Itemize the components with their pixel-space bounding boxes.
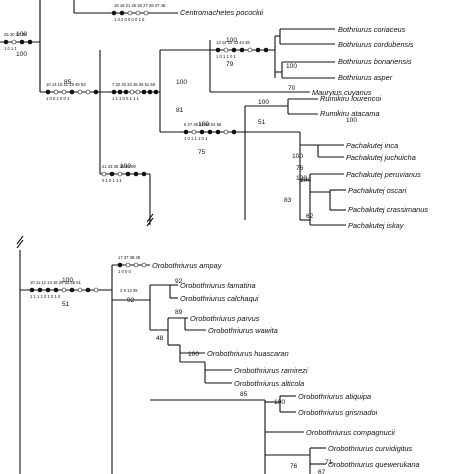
taxon-bothriurus-coriaceus: Bothriurus coriaceus <box>338 25 406 34</box>
taxon-pachakutej-inca: Pachakutej inca <box>346 141 398 150</box>
char-numbers-92: 2 9 13 39 <box>120 288 138 293</box>
char-numbers-51: 10 11 12 13 18 26 53 55 61 <box>30 280 82 285</box>
support-62: 62 <box>306 213 314 220</box>
taxon-pachakutej-juchuicha: Pachakutej juchuicha <box>346 153 416 162</box>
taxon-orobothriurus-alticola: Orobothriurus alticola <box>234 379 304 388</box>
char-states-51: 1 1 1 1 0 1 0 1 0 <box>30 294 61 299</box>
support-89: 89 <box>175 309 183 316</box>
support-100-76: 100 <box>292 153 303 160</box>
taxon-orobothriurus-atiquipa: Orobothriurus atiquipa <box>298 392 371 401</box>
support-values: 100 100 85 100 81 100 79 100 70 100 51 1… <box>16 31 357 474</box>
support-79: 79 <box>226 61 234 68</box>
support-70: 70 <box>288 85 296 92</box>
support-71: 71 <box>325 459 333 466</box>
taxon-orobothriurus-huascaran: Orobothriurus huascaran <box>207 349 289 358</box>
taxon-rumikiru-lourencoi: Rumikiru lourencoi <box>320 94 382 103</box>
support-76b: 76 <box>290 463 298 470</box>
char-states-81: 1 1 1 0 0 1 1 1 <box>112 96 139 101</box>
taxon-orobothriurus-parvus: Orobothriurus parvus <box>190 314 260 323</box>
char-numbers-root: 25 30 37 38 <box>4 32 27 37</box>
taxon-orobothriurus-ampay: Orobothriurus ampay <box>152 261 223 270</box>
support-100-83: 100 <box>296 175 307 182</box>
support-root-100b: 100 <box>16 51 27 58</box>
support-76: 76 <box>296 165 304 172</box>
taxon-pachakutej-crassimanus: Pachakutej crassimanus <box>348 205 428 214</box>
taxon-bothriurus-asper: Bothriurus asper <box>338 73 393 82</box>
support-100-orobothriurus: 100 <box>62 277 73 284</box>
taxon-pachakutej-peruvianus: Pachakutej peruvianus <box>346 170 421 179</box>
support-85: 85 <box>64 79 72 86</box>
char-states-100-lower: 0 1 0 1 1 1 <box>102 178 122 183</box>
taxon-mauryius-cuyanus: Mauryius cuyanus <box>312 88 372 97</box>
char-numbers-100-lower: 21 23 35 45 54 59 <box>102 164 136 169</box>
taxon-bothriurus-bonariensis: Bothriurus bonariensis <box>338 57 412 66</box>
support-root-100: 100 <box>16 31 27 38</box>
char-states-75: 1 0 1 1 1 0 1 <box>184 136 208 141</box>
support-83: 83 <box>284 197 292 204</box>
support-81: 81 <box>176 107 184 114</box>
support-75: 75 <box>198 149 206 156</box>
char-numbers-75: 8 27 49 52 60 64 65 <box>184 122 222 127</box>
support-100-75: 100 <box>198 121 209 128</box>
char-states-85: 1 0 0 1 0 0 1 <box>46 96 70 101</box>
taxon-orobothriurus-compagnucii: Orobothriurus compagnucii <box>306 428 395 437</box>
taxon-orobothriurus-curvidigitus: Orobothriurus curvidigitus <box>328 444 413 453</box>
char-states-root: 1 0 1 1 <box>4 46 17 51</box>
char-states-centromachetes: 1 3 2 0 0 0 0 1 0 <box>114 17 145 22</box>
support-51: 51 <box>258 119 266 126</box>
support-92: 92 <box>127 297 135 304</box>
char-states-79: 1 0 1 1 0 1 <box>216 54 236 59</box>
lower-tree-branches <box>16 235 326 474</box>
taxon-orobothriurus-ramirezi: Orobothriurus ramirezi <box>234 366 308 375</box>
char-numbers-79: 13 14 32 33 44 48 <box>216 40 250 45</box>
taxon-pachakutej-iskay: Pachakutej iskay <box>348 221 405 230</box>
taxon-rumikiru-atacama: Rumikiru atacama <box>320 109 380 118</box>
support-100-rumikiru: 100 <box>346 117 357 124</box>
char-numbers-81: 7 32 33 34 35 36 51 58 <box>112 82 156 87</box>
support-100-79: 100 <box>226 37 237 44</box>
support-100-huascaran: 100 <box>188 351 199 358</box>
char-numbers-ampay: 17 37 38 46 <box>118 255 141 260</box>
support-100-51: 100 <box>258 99 269 106</box>
support-100-atiquipa: 100 <box>274 399 285 406</box>
support-92b: 92 <box>175 278 183 285</box>
taxon-orobothriurus-grismadoi: Orobothriurus grismadoi <box>298 408 378 417</box>
taxon-orobothriurus-quewerukana: Orobothriurus quewerukana <box>328 460 420 469</box>
support-100-70: 100 <box>286 63 297 70</box>
support-100-lower: 100 <box>120 163 131 170</box>
support-67: 67 <box>318 469 326 474</box>
char-states-ampay: 1 0 0 0 <box>118 269 131 274</box>
character-bars <box>3 10 269 293</box>
char-numbers-centromachetes: 15 18 21 25 26 27 28 37 48 <box>114 3 166 8</box>
taxon-labels: Centromachetes pocockii Bothriurus coria… <box>152 8 428 469</box>
taxon-centromachetes-pocockii: Centromachetes pocockii <box>180 8 263 17</box>
support-51-orobothriurus: 51 <box>62 301 70 308</box>
taxon-orobothriurus-calchaqui: Orobothriurus calchaqui <box>180 294 259 303</box>
taxon-orobothriurus-famatina: Orobothriurus famatina <box>180 281 256 290</box>
support-85b: 85 <box>240 391 248 398</box>
char-numbers-85: 10 13 18 21 29 45 53 <box>46 82 86 87</box>
taxon-orobothriurus-wawita: Orobothriurus wawita <box>208 326 278 335</box>
taxon-pachakutej-oscari: Pachakutej oscari <box>348 186 407 195</box>
support-100-62: 100 <box>300 177 311 184</box>
support-48: 48 <box>156 335 164 342</box>
character-labels: 15 18 21 25 26 27 28 37 48 1 3 2 0 0 0 0… <box>4 3 250 299</box>
taxon-bothriurus-cordubensis: Bothriurus cordubensis <box>338 40 414 49</box>
upper-tree-branches <box>0 0 346 227</box>
support-100-81: 100 <box>176 79 187 86</box>
